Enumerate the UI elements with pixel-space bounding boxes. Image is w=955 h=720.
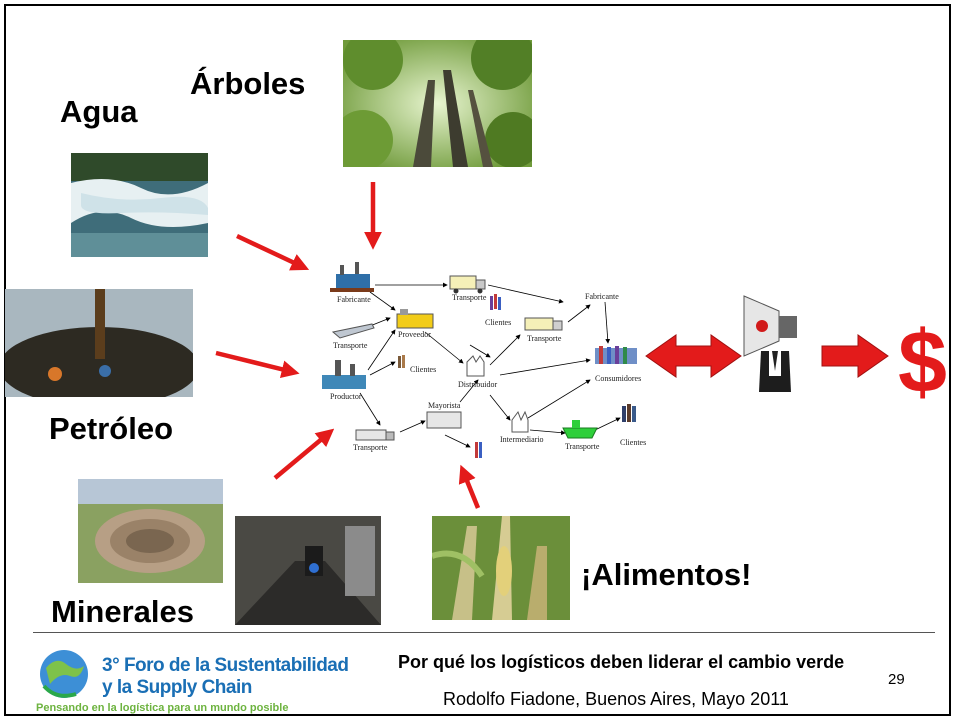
trees-photo [343,40,532,167]
mine-tunnel-photo [235,516,381,625]
flow-label-clientes-left: Clientes [410,365,436,374]
truck-mid-node [524,317,563,331]
flow-connectors [359,282,621,448]
flow-label-intermediario: Intermediario [500,435,544,444]
logo-line2: y la Supply Chain [102,677,252,698]
flow-label-transporte-bottom-right: Transporte [565,442,600,451]
arrow-to-dollar [821,334,889,378]
flow-label-transporte-left: Transporte [333,341,368,350]
label-petroleo: Petróleo [49,411,174,446]
flow-label-clientes-bottom: Clientes [620,438,646,447]
globe-icon [40,650,88,698]
logo-line1: 3° Foro de la Sustentabilidad [102,655,349,676]
footer-author: Rodolfo Fiadone, Buenos Aires, Mayo 2011 [443,689,789,709]
flow-label-proveedor: Proveedor [398,330,431,339]
corn-photo [432,516,570,620]
flow-label-fabricante-right: Fabricante [585,292,619,301]
productor-node [322,360,366,389]
flow-label-transporte-top: Transporte [452,293,487,302]
clientes-top-node [490,294,501,310]
label-minerales: Minerales [51,594,195,629]
person-bottom-node [475,442,482,458]
mayorista-node [426,411,462,429]
arrow-agua [236,233,310,271]
proveedor-node [396,309,434,329]
label-arboles: Árboles [190,66,306,101]
footer-title: Por qué los logísticos deben liderar el … [398,652,845,672]
truck-top-node [449,275,486,294]
flow-label-clientes-top: Clientes [485,318,511,327]
flow-label-distribuidor: Distribuidor [458,380,497,389]
arrow-minerales [273,428,335,480]
oil-photo [5,289,193,397]
clientes-bottom-node [622,404,636,422]
mine-photo [78,479,223,583]
flow-label-consumidores: Consumidores [595,374,641,383]
label-agua: Agua [60,94,138,129]
flow-label-transporte-mid: Transporte [527,334,562,343]
intermediario-node [511,410,529,433]
distribuidor-node [466,355,485,377]
plane-node [331,323,375,339]
consumidores-node [595,346,637,364]
arrow-petroleo [215,350,300,379]
page-number: 29 [888,671,905,688]
flow-label-productor: Productor [330,392,362,401]
flow-label-transporte-bottom: Transporte [353,443,388,452]
arrow-alimentos [458,464,481,509]
label-alimentos: ¡Alimentos! [581,557,752,592]
resource-arrows [215,182,481,509]
double-arrow [645,334,742,378]
ship-node [562,420,598,439]
clientes-left-node [398,355,405,368]
flow-label-mayorista: Mayorista [428,401,461,410]
dollar-sign: $ [898,312,947,411]
logo-line3: Pensando en la logística para un mundo p… [36,702,289,714]
forum-logo: 3° Foro de la Sustentabilidad y la Suppl… [34,646,349,716]
megaphone-person [739,291,810,392]
fabricante-node [330,262,374,292]
flow-label-fabricante: Fabricante [337,295,371,304]
footer-divider [33,632,935,633]
truck-bottom-node [355,429,395,441]
waterfall-photo [71,153,208,257]
